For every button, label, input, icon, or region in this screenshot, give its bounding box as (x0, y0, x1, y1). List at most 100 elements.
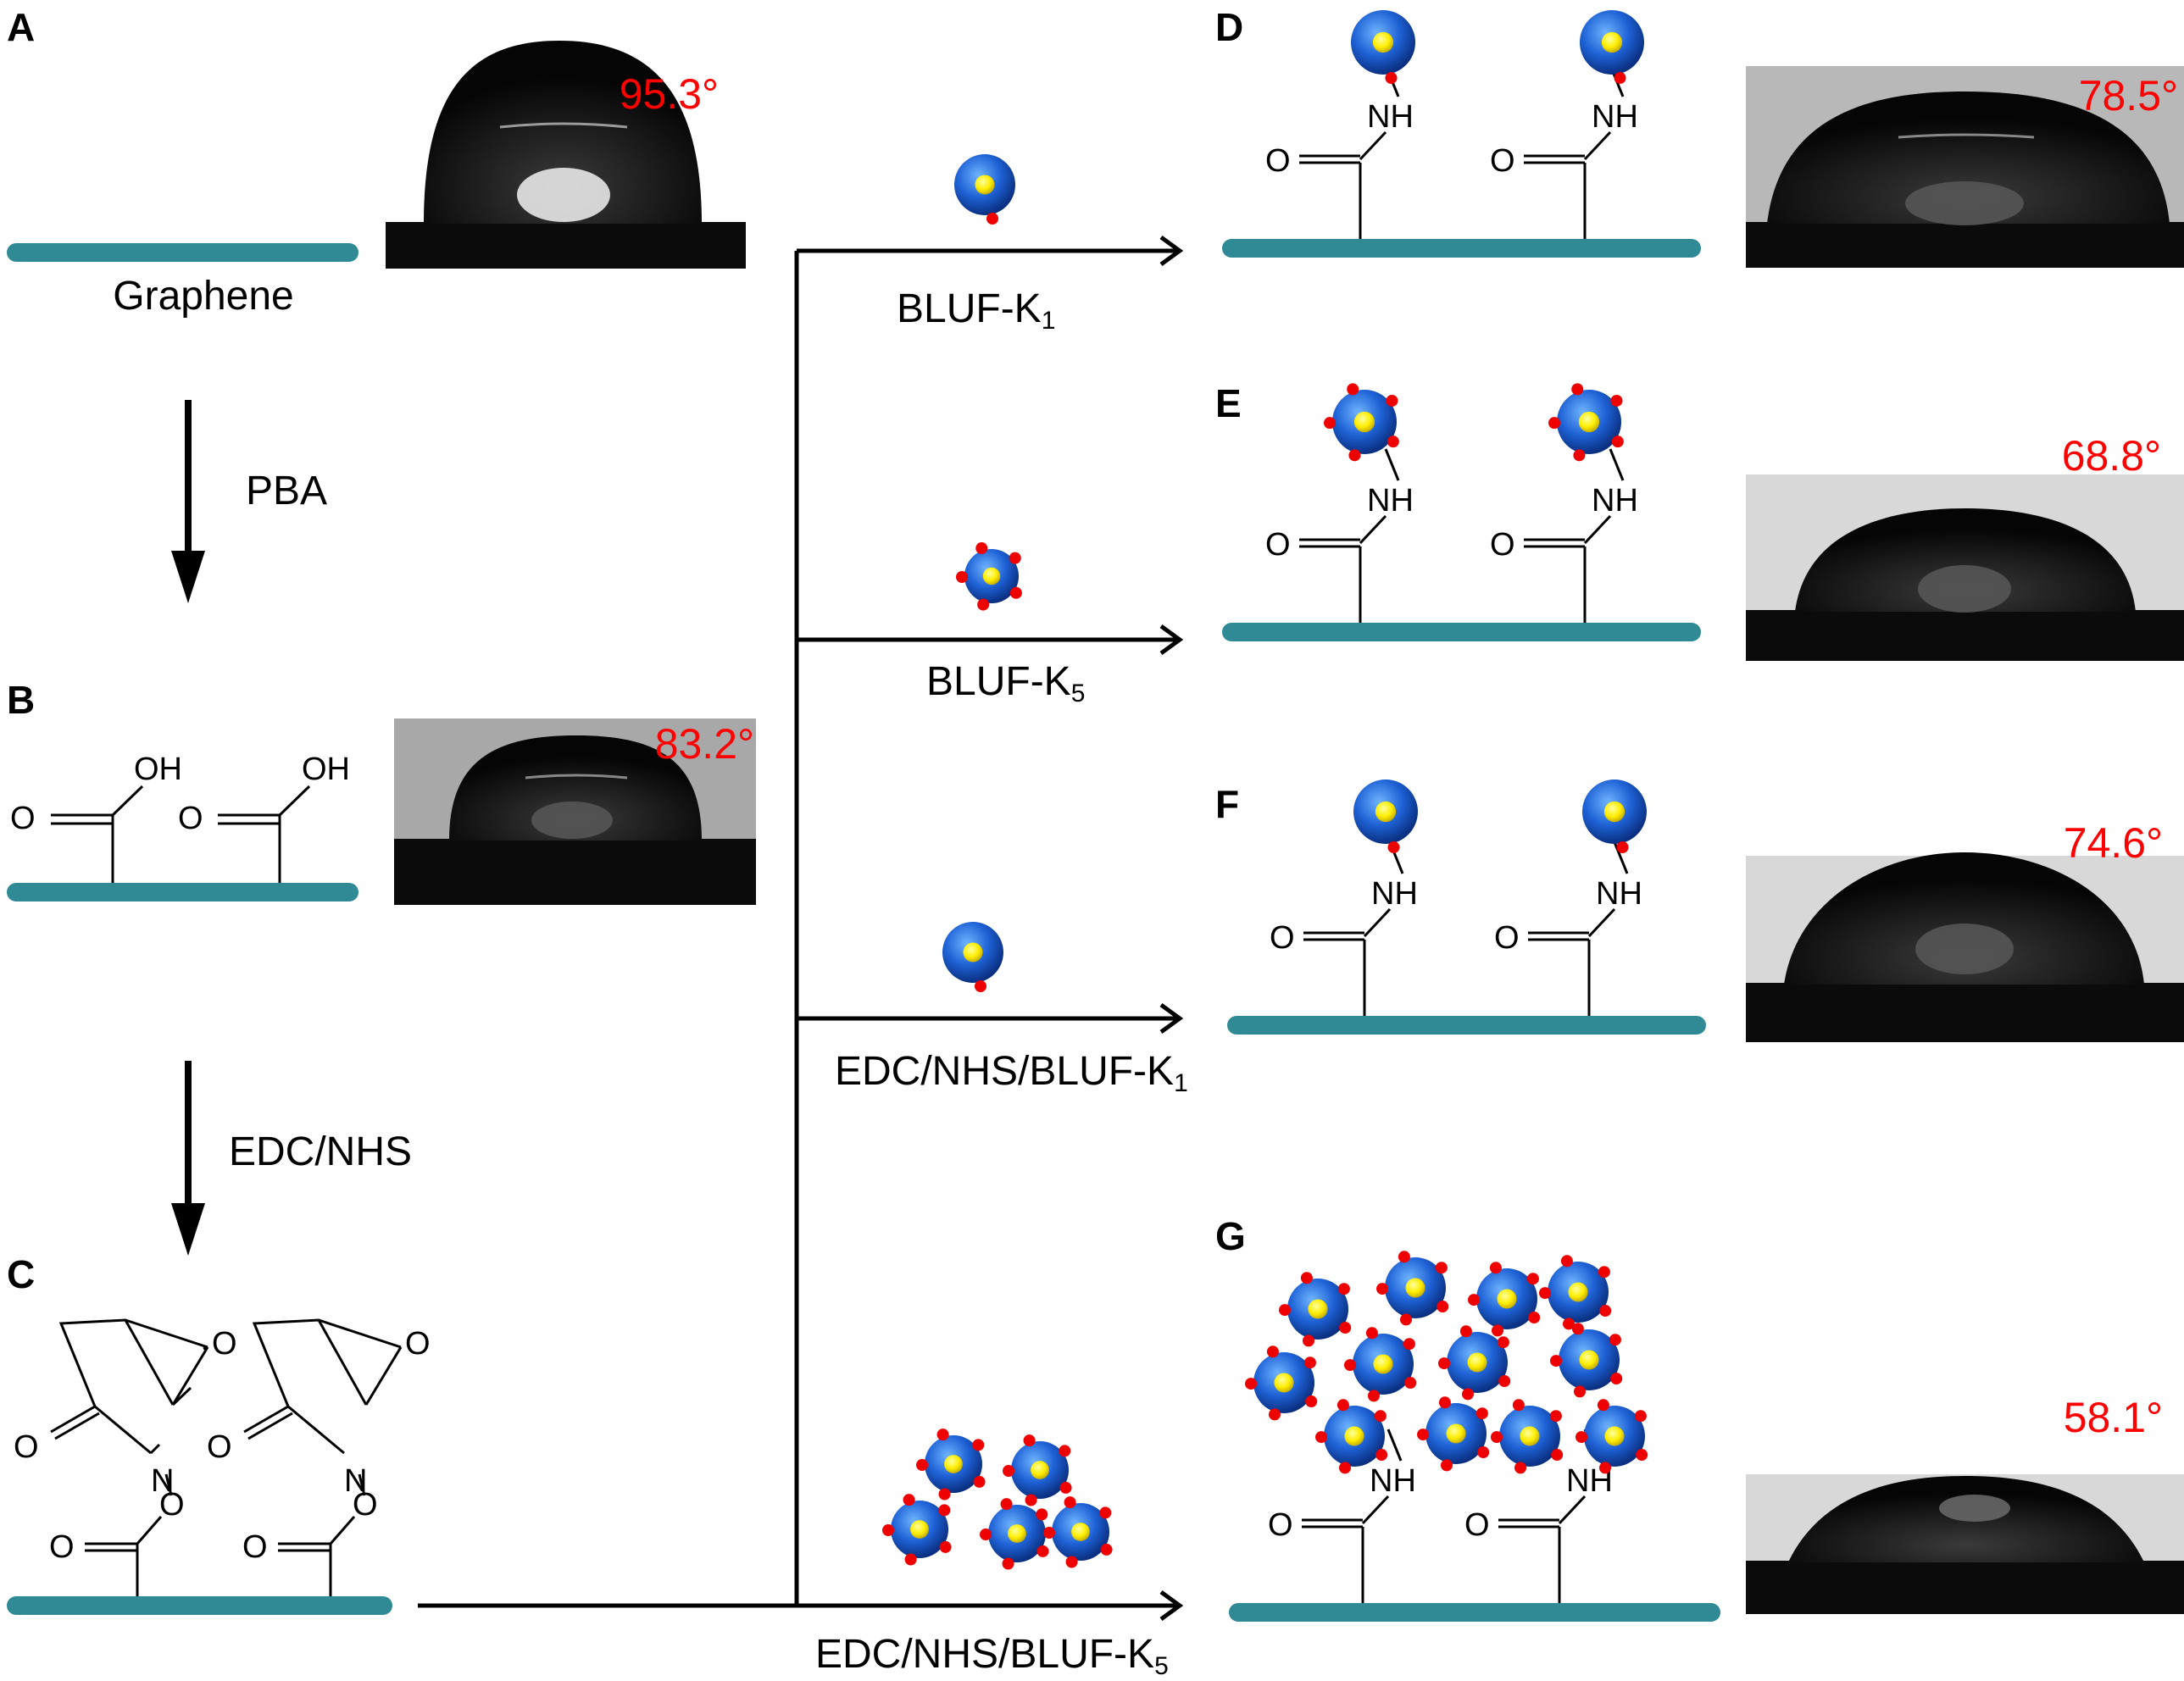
protein-g9 (1315, 1399, 1388, 1474)
lysine-tag (1374, 1410, 1387, 1423)
lysine-tag (1575, 1431, 1588, 1444)
lysine-tag (1400, 1313, 1413, 1326)
contact-angle-g: 58.1° (2064, 1394, 2163, 1441)
lysine-tag (1009, 552, 1021, 564)
protein-g6 (1438, 1325, 1511, 1401)
lysine-tag (1597, 1399, 1609, 1412)
atom-o: O (353, 1487, 378, 1523)
protein-g8 (1245, 1345, 1318, 1421)
carboxyl-group-1: O OH (10, 752, 182, 883)
lysine-tag (1468, 1294, 1481, 1307)
atom-o: O (1265, 527, 1291, 563)
lysine-tag (1548, 417, 1561, 430)
lysine-tag (1303, 1356, 1316, 1369)
atom-o: O (1490, 143, 1515, 179)
panel-b: O OH O OH 83.2° (7, 718, 756, 905)
lysine-tag (1036, 1508, 1048, 1521)
graphene-sheet-f (1227, 1016, 1706, 1035)
lysine-tag (1610, 394, 1623, 407)
atom-o: O (207, 1429, 232, 1465)
lysine-tag (1387, 841, 1400, 853)
atom-o: O (1268, 1507, 1293, 1543)
contact-angle-d: 78.5° (2079, 72, 2178, 119)
lysine-tag (1498, 1375, 1511, 1388)
panel-c: N O O O O N O O O O (7, 1318, 431, 1615)
panel-letter-g: G (1215, 1214, 1246, 1258)
reagent-edc-bluf-k5-2 (1003, 1434, 1072, 1506)
contact-angle-e: 68.8° (2062, 432, 2161, 480)
lysine-tag (882, 1524, 895, 1537)
contact-angle-b: 83.2° (655, 720, 754, 768)
atom-nh: NH (1596, 876, 1642, 912)
lysine-tag (938, 1504, 951, 1517)
lysine-tag (1385, 72, 1398, 84)
lysine-tag (1489, 1262, 1502, 1274)
lysine-tag (1337, 1399, 1349, 1412)
lysine-tag (1386, 394, 1398, 407)
lysine-tag (977, 598, 990, 611)
carboxyl-group-2: O OH (178, 752, 350, 883)
step-label-bluf-k1: BLUF-K1 (897, 286, 1055, 335)
graphene-sheet-e (1222, 623, 1701, 641)
lysine-tag (1438, 1357, 1451, 1370)
atom-o: O (212, 1326, 237, 1362)
lysine-tag (1514, 1462, 1527, 1474)
lysine-tag (1064, 1496, 1076, 1509)
lysine-tag (1441, 1459, 1453, 1472)
contact-angle-photo-e (1746, 474, 2184, 661)
lysine-tag (1571, 383, 1584, 396)
lysine-tag (1551, 1449, 1564, 1462)
lysine-tag (1614, 72, 1626, 84)
lysine-tag (1616, 841, 1629, 853)
lysine-tag (1404, 1377, 1417, 1390)
lysine-tag (1100, 1543, 1113, 1556)
atom-o: O (1494, 920, 1520, 956)
lysine-tag (1574, 1385, 1587, 1398)
lysine-tag (1337, 1283, 1350, 1295)
nhs-ester-2: N O O O O (207, 1318, 431, 1596)
lysine-tag (1348, 449, 1361, 462)
branch-arrows (418, 235, 1184, 1622)
lysine-tag (986, 213, 998, 225)
protein-g1 (1279, 1272, 1352, 1347)
lysine-tag (1300, 1272, 1313, 1284)
lysine-tag (1043, 1527, 1056, 1540)
protein-g12 (1575, 1399, 1648, 1474)
lysine-tag (1339, 1322, 1352, 1334)
lysine-tag (1599, 1462, 1612, 1474)
lysine-tag (1245, 1378, 1258, 1390)
amide-bond-d2: ONH (1490, 64, 1638, 239)
lysine-tag (1550, 1355, 1563, 1368)
lysine-tag (1000, 1498, 1013, 1511)
atom-o: O (10, 801, 36, 836)
lysine-tag (1477, 1446, 1490, 1459)
reagent-bluf-k1 (954, 154, 1015, 225)
lysine-tag (1059, 1481, 1072, 1494)
lysine-tag (1598, 1266, 1610, 1279)
reagent-edc-bluf-k5-4 (980, 1498, 1049, 1570)
graphene-label: Graphene (113, 274, 294, 319)
step-label-edc-k5: EDC/NHS/BLUF-K5 (815, 1632, 1169, 1677)
panel-letter-a: A (7, 5, 35, 49)
lysine-tag (1269, 1408, 1281, 1421)
graphene-sheet-a (7, 243, 358, 262)
atom-n: N (151, 1463, 174, 1499)
lysine-tag (916, 1459, 929, 1472)
amide-bond-e1: ONH (1265, 448, 1414, 623)
lysine-tag (1036, 1545, 1049, 1557)
contact-angle-photo-g (1746, 1474, 2184, 1614)
lysine-tag (1634, 1410, 1647, 1423)
lysine-tag (1462, 1388, 1475, 1401)
protein-g7 (1550, 1323, 1623, 1398)
lysine-tag (1003, 1465, 1015, 1478)
lysine-tag (1636, 1449, 1648, 1462)
contact-angle-photo-f (1746, 852, 2184, 1042)
lysine-tag (1279, 1304, 1292, 1317)
step-label-edc-k1: EDC/NHS/BLUF-K1 (835, 1049, 1188, 1097)
atom-o: O (159, 1487, 185, 1523)
protein-g4 (1539, 1255, 1612, 1330)
atom-o: O (1490, 527, 1515, 563)
lysine-tag (1512, 1399, 1525, 1412)
reagent-edc-bluf-k5-1 (916, 1429, 986, 1501)
